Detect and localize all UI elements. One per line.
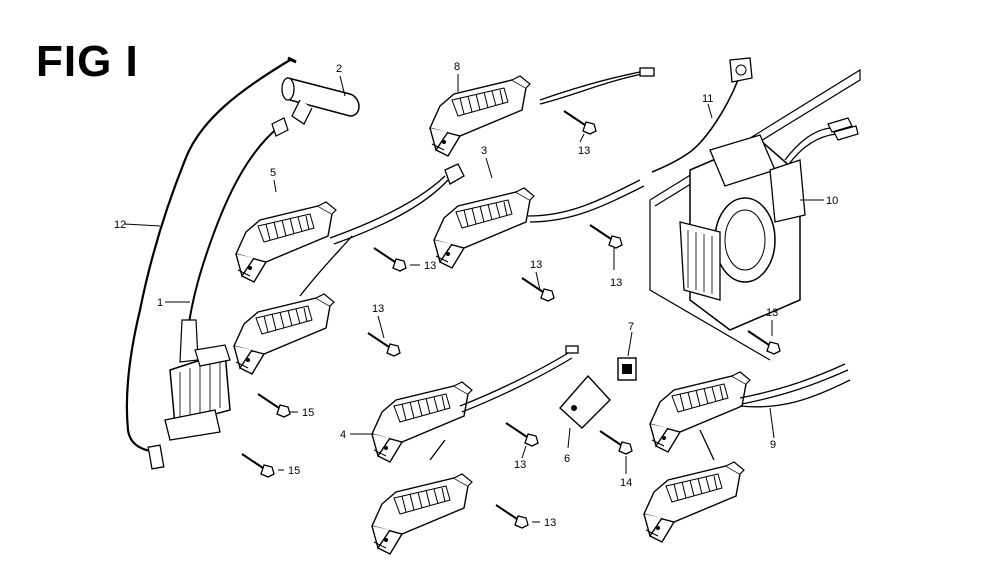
label-2: 2 (336, 63, 342, 75)
label-13-g: 13 (544, 517, 556, 529)
part-2-plug-cap (281, 77, 360, 125)
part-8-coil (429, 75, 531, 157)
part-10-stator (649, 68, 861, 361)
bolt-13-a (563, 110, 597, 135)
figure-title: FIG I (36, 37, 139, 86)
label-15-a: 15 (302, 407, 314, 419)
bolt-13-f (505, 422, 539, 447)
part-4-coil (371, 381, 473, 463)
coil-unlabeled-a (233, 293, 335, 375)
part-9-coil-lower (643, 461, 745, 543)
bolt-15-a (257, 393, 291, 418)
part-12-cable (125, 56, 297, 470)
label-13-b: 13 (424, 260, 436, 272)
label-13-c: 13 (530, 259, 542, 271)
part-11-wire (651, 57, 753, 173)
label-12: 12 (114, 219, 126, 231)
bolt-13-g (495, 504, 529, 529)
label-13-a: 13 (578, 145, 590, 157)
part-3-coil (433, 187, 535, 269)
bolt-13-b (373, 247, 407, 272)
leader-lines (123, 74, 824, 523)
label-3: 3 (481, 145, 487, 157)
label-9: 9 (770, 439, 776, 451)
part-9-coil-upper (649, 371, 751, 453)
label-13-f: 13 (514, 459, 526, 471)
part-1-ignition-coil (164, 117, 289, 441)
label-8: 8 (454, 61, 460, 73)
label-14: 14 (620, 477, 632, 489)
coil-lead-wires (299, 67, 851, 461)
label-1: 1 (157, 297, 163, 309)
label-15-b: 15 (288, 465, 300, 477)
label-4: 4 (340, 429, 346, 441)
bolt-13-d (589, 224, 623, 249)
bolt-15-b (241, 453, 275, 478)
part-7-clip (617, 357, 637, 381)
coil-unlabeled-b (371, 473, 473, 555)
part-6-bracket (559, 374, 611, 429)
label-13-d: 13 (610, 277, 622, 289)
label-10: 10 (826, 195, 838, 207)
label-6: 6 (564, 453, 570, 465)
label-13-h: 13 (766, 307, 778, 319)
label-5: 5 (270, 167, 276, 179)
label-7: 7 (628, 321, 634, 333)
bolt-14 (599, 430, 633, 455)
label-13-e: 13 (372, 303, 384, 315)
label-11: 11 (702, 93, 713, 105)
